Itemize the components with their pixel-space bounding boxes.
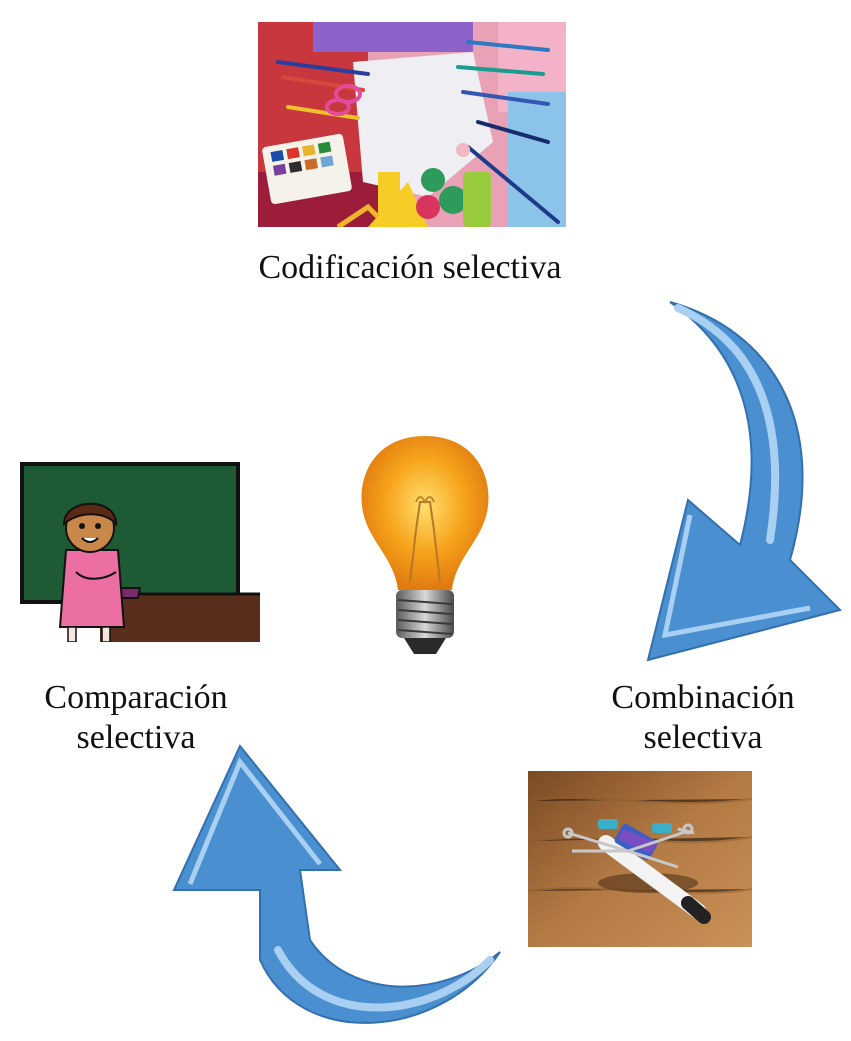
stage-label-line: selectiva [643,719,763,756]
stage-label-combinacion: Combinación selectiva [580,678,826,758]
cycle-arrow-bottom [172,744,501,1024]
stage-label-text: Codificación selectiva [258,249,562,286]
cycle-arrow-right [646,301,842,662]
stage-label-comparacion: Comparación selectiva [8,678,264,758]
stage-label-line: Combinación [611,679,795,716]
stage-label-line: selectiva [76,719,196,756]
light-bulb-icon [361,436,489,654]
toy-plane-image [528,771,752,947]
stage-label-line: Comparación [44,679,228,716]
art-supplies-image [258,22,566,227]
stage-label-codificacion: Codificación selectiva [190,248,630,288]
teacher-chalkboard-image [20,462,260,642]
